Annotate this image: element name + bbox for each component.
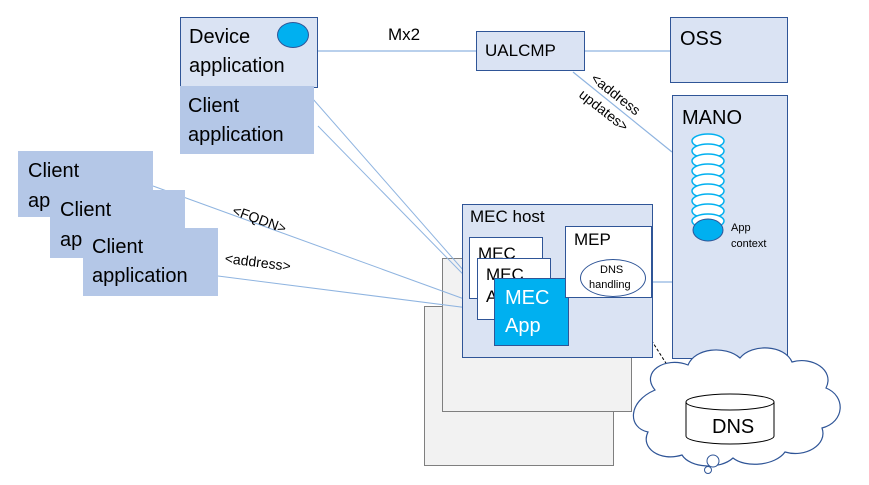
mano-box bbox=[672, 95, 788, 359]
client-application-box-top bbox=[180, 86, 314, 154]
dns-handling-label-line2: handling bbox=[589, 279, 631, 291]
device-icon bbox=[277, 22, 309, 48]
dns-handling-ellipse bbox=[580, 259, 646, 297]
client-application-top-line1: Client bbox=[188, 95, 240, 117]
device-application-label-line2: application bbox=[189, 55, 285, 77]
client-application-stack2-partial: ap bbox=[60, 229, 83, 251]
mec-host-label: MEC host bbox=[470, 207, 545, 226]
ualcmp-label: UALCMP bbox=[485, 41, 556, 60]
ualcmp-box bbox=[476, 31, 585, 71]
oss-label: OSS bbox=[680, 28, 723, 50]
client-application-stack3-line1: Client bbox=[92, 236, 144, 258]
mx2-label: Mx2 bbox=[388, 25, 421, 44]
app-context-label-line2: context bbox=[731, 238, 767, 250]
mano-label: MANO bbox=[682, 107, 742, 129]
mep-label: MEP bbox=[574, 230, 611, 249]
mec-app-label-line1: MEC bbox=[505, 287, 550, 309]
client-application-stack3-line2: application bbox=[92, 265, 188, 287]
device-application-label-line1: Device bbox=[189, 26, 251, 48]
fqdn-line bbox=[152, 185, 501, 313]
oss-box bbox=[670, 17, 788, 83]
client-application-top-line2: application bbox=[188, 124, 284, 146]
client-application-stack1-line1: Client bbox=[28, 160, 80, 182]
dns-label: DNS bbox=[712, 416, 755, 438]
mec-app-box bbox=[494, 278, 569, 346]
client-application-box-stack-3 bbox=[83, 228, 218, 296]
mec-app-label-line2: App bbox=[505, 315, 541, 337]
address-updates-line bbox=[572, 71, 673, 153]
mec-app-stack-middle-label-a: A bbox=[486, 287, 498, 306]
client-application-stack2-line1: Client bbox=[60, 199, 112, 221]
app-context-label-line1: App bbox=[731, 222, 751, 234]
address-line bbox=[217, 275, 501, 313]
client-application-stack1-partial: ap bbox=[28, 190, 51, 212]
dns-handling-label-line1: DNS bbox=[600, 264, 624, 276]
